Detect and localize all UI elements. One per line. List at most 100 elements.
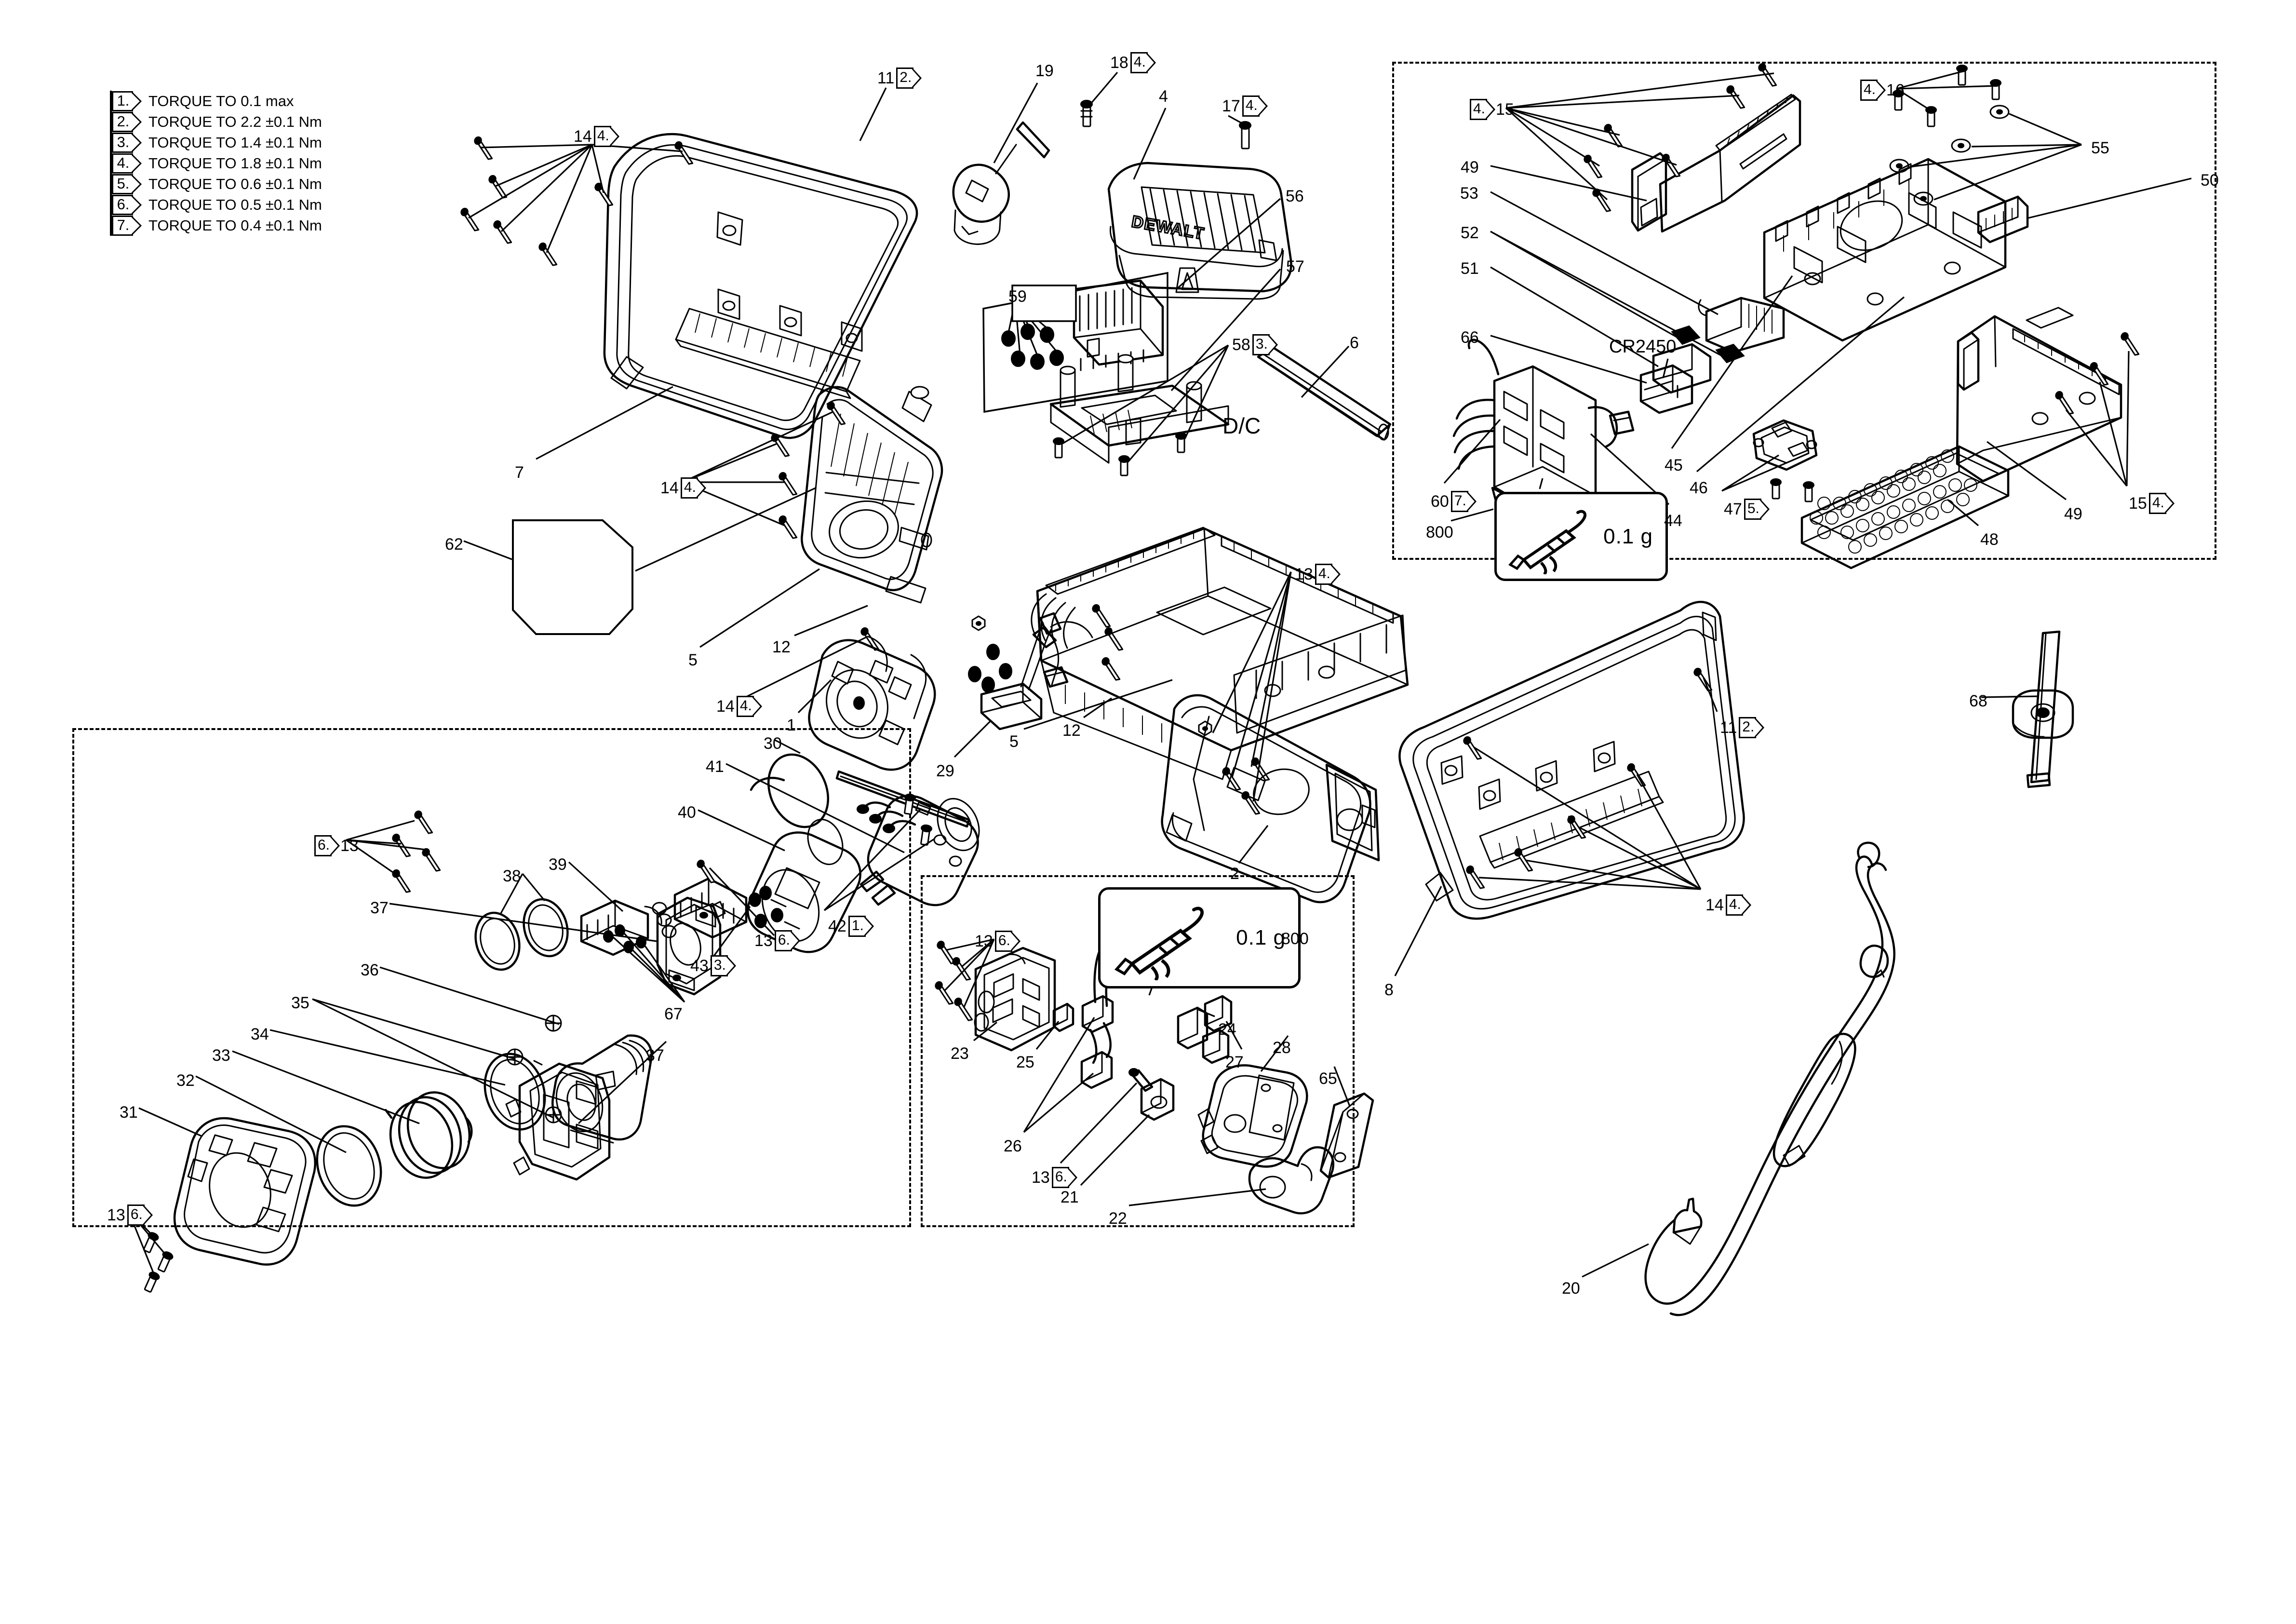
- callout-number: 14: [660, 479, 679, 497]
- torque-spec-tag-arrow: [609, 126, 619, 147]
- torque-spec-tag-icon: 6.: [314, 835, 340, 856]
- callout-number: 41: [706, 758, 724, 776]
- torque-spec-tag-icon: 6.: [994, 931, 1020, 952]
- callout-number: 31: [120, 1103, 138, 1122]
- torque-spec-tag-arrow: [1268, 334, 1278, 355]
- torque-spec-tag-icon: 4.: [2148, 493, 2175, 514]
- torque-spec-tag-number: 6.: [774, 930, 792, 951]
- callout-number: 5: [688, 651, 698, 669]
- callout-number: 32: [176, 1071, 195, 1090]
- callout-37: 37: [370, 900, 389, 916]
- torque-spec-tag-number: 4.: [1242, 95, 1260, 117]
- torque-spec-tag-arrow: [143, 1204, 153, 1226]
- callout-number: 28: [1273, 1039, 1291, 1057]
- callout-12: 12: [1062, 722, 1081, 739]
- callout-number: 13: [975, 932, 993, 950]
- callout-800: 800: [1281, 931, 1309, 947]
- part-6-rubber-bar: [1257, 346, 1392, 441]
- part-29-terminal: [980, 612, 1069, 731]
- torque-text: TORQUE TO 0.1 max: [148, 93, 294, 109]
- torque-spec-tag-arrow: [1876, 80, 1886, 101]
- torque-spec-tag-number: 4.: [1130, 52, 1148, 73]
- callout-number: 800: [1426, 523, 1453, 541]
- torque-spec-tag-arrow: [1330, 564, 1341, 585]
- callout-39: 39: [549, 856, 567, 873]
- torque-spec-tag-icon: 4.: [1315, 564, 1341, 585]
- torque-text: TORQUE TO 1.8 ±0.1 Nm: [148, 155, 322, 172]
- callout-number: 16: [1886, 81, 1905, 99]
- torque-spec-tag-arrow: [1067, 1167, 1077, 1188]
- torque-spec-tag-number: 3.: [710, 955, 728, 976]
- group-frame-top-right: [1392, 62, 2216, 560]
- callout-number: 40: [678, 803, 696, 822]
- callout-number: 66: [1461, 328, 1479, 347]
- group-frame-switch: [921, 875, 1355, 1227]
- torque-spec-tag-arrow: [1759, 499, 1770, 520]
- part-19-dipstick: [952, 121, 1050, 245]
- torque-spec-tag-number: 4.: [1315, 564, 1332, 585]
- callout-34: 34: [251, 1026, 269, 1042]
- torque-spec-tag-icon: 2.: [896, 68, 922, 89]
- callout-5: 5: [688, 652, 698, 668]
- part-14-screws-left: [455, 135, 699, 268]
- part-7-left-handle-bail: [603, 133, 918, 439]
- callout-number: 68: [1969, 692, 1987, 710]
- callout-number: 49: [2064, 505, 2082, 523]
- callout-number: 12: [1062, 721, 1081, 740]
- callout-number: 45: [1665, 456, 1683, 474]
- callout-number: 53: [1460, 184, 1478, 203]
- torque-spec-tag-number: 6.: [1051, 1167, 1069, 1188]
- callout-number: 12: [772, 638, 791, 656]
- battery-type-label: CR2450: [1609, 337, 1677, 357]
- torque-tag-icon: 6.: [112, 194, 142, 215]
- callout-number: 51: [1461, 259, 1479, 278]
- callout-53: 53: [1460, 185, 1478, 202]
- torque-spec-tag-icon: 4.: [1242, 95, 1268, 117]
- callout-16: 4.16: [1858, 80, 1905, 101]
- part-62-label-plate: [512, 519, 633, 635]
- torque-spec-tag-icon: 3.: [710, 955, 736, 976]
- torque-spec-tag-arrow: [1741, 894, 1751, 916]
- callout-number: 15: [1496, 100, 1514, 119]
- callout-number: 14: [1705, 896, 1724, 914]
- torque-spec-tag-arrow: [1486, 99, 1495, 120]
- callout-number: 13: [1295, 565, 1313, 583]
- callout-52: 52: [1461, 225, 1479, 241]
- torque-spec-tag-number: 4.: [593, 126, 611, 147]
- torque-spec-tag-number: 3.: [1252, 334, 1270, 355]
- torque-spec-tag-number: 6.: [994, 931, 1012, 952]
- torque-text: TORQUE TO 1.4 ±0.1 Nm: [148, 134, 322, 151]
- torque-tag-number: 4.: [112, 153, 133, 174]
- torque-tag-number: 1.: [112, 91, 133, 111]
- callout-35: 35: [291, 995, 309, 1011]
- callout-31: 31: [120, 1104, 138, 1121]
- callout-number: 48: [1980, 530, 1999, 549]
- torque-spec-tag-icon: 4.: [1130, 52, 1156, 73]
- callout-21: 21: [1061, 1189, 1079, 1205]
- torque-row: 3.TORQUE TO 1.4 ±0.1 Nm: [112, 132, 322, 153]
- torque-tag-number: 6.: [112, 194, 133, 215]
- callout-number: 37: [646, 1046, 664, 1065]
- callout-12: 12: [772, 639, 791, 655]
- grease-callout-top: 0.1 g: [1494, 492, 1668, 581]
- torque-spec-tag-arrow: [912, 68, 922, 89]
- torque-spec-tag-arrow: [330, 835, 340, 856]
- part-17-screw: [1239, 121, 1251, 149]
- callout-1: 1: [787, 717, 796, 733]
- part-13-battery-receiver: [1031, 527, 1409, 780]
- torque-row: 4. TORQUE TO 1.8 ±0.1 Nm: [112, 153, 322, 174]
- callout-number: 37: [370, 899, 389, 917]
- part-5-motor-housing-left: [801, 386, 943, 604]
- torque-spec-tag-number: 2.: [896, 68, 914, 89]
- torque-tag-arrow: [132, 132, 142, 153]
- torque-spec-tag-number: 4.: [1725, 894, 1743, 916]
- callout-number: 14: [716, 697, 735, 716]
- callout-number: 57: [1286, 257, 1304, 276]
- callout-number: 800: [1281, 930, 1309, 948]
- callout-number: 6: [1350, 334, 1359, 352]
- callout-49: 49: [2064, 506, 2082, 522]
